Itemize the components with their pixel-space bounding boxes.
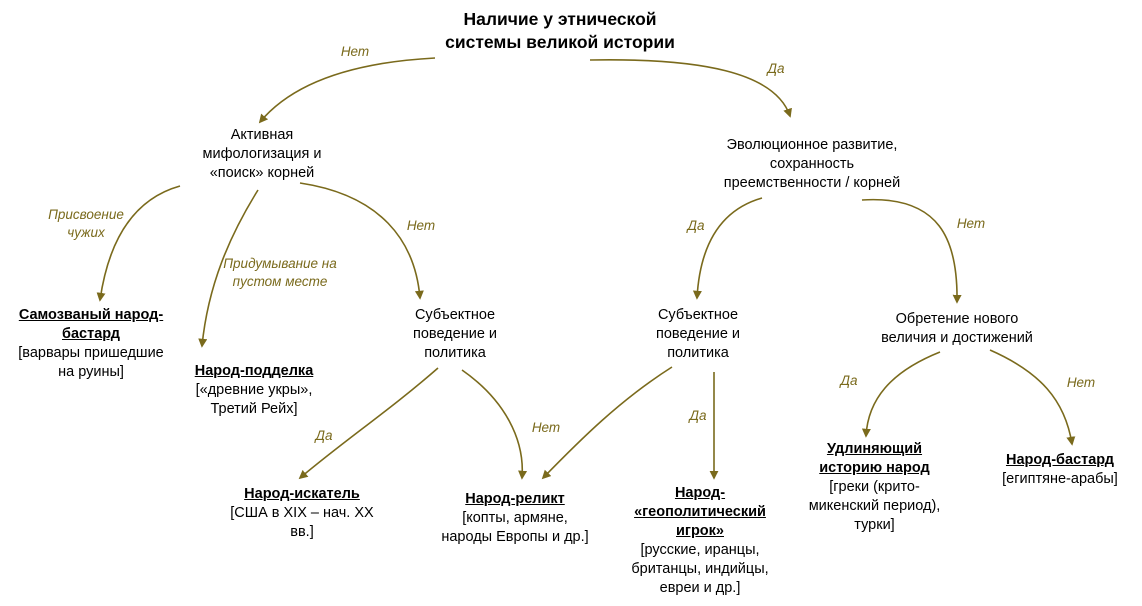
arrow-greatness-no [989, 349, 1076, 446]
leaf-name: Народ-искатель [244, 486, 360, 502]
node-subject-behavior-right: Субъектное поведение и политика [628, 306, 768, 363]
leaf-impostor-bastard: Самозваный народ- бастард [варвары прише… [0, 306, 182, 382]
leaf-desc: [варвары пришедшие [18, 345, 164, 361]
edge-label-greatness-yes: Да [825, 372, 873, 390]
leaf-desc: [«древние укры», [195, 382, 313, 398]
edge-label-line: Нет [531, 420, 561, 435]
node-line: Субъектное [657, 307, 739, 323]
leaf-name: игрок» [676, 523, 724, 539]
node-line: политика [667, 345, 729, 361]
leaf-lengthening-history: Удлиняющий историю народ [греки (крито- … [792, 440, 957, 535]
edge-label-greatness-no: Нет [1055, 374, 1107, 392]
leaf-geopolitical-player: Народ- «геополитический игрок» [русские,… [610, 484, 790, 598]
edge-label-subj-right-yes: Да [674, 407, 722, 425]
arrow-evo-yes [692, 197, 763, 300]
leaf-fake-people: Народ-подделка [«древние укры», Третий Р… [168, 362, 340, 419]
node-line: Субъектное [414, 307, 496, 323]
leaf-name: Народ-бастард [1005, 452, 1115, 468]
arrow-subj-left-relic [461, 369, 528, 480]
node-line: Обретение нового [895, 311, 1019, 327]
edge-label-line: Да [689, 408, 707, 423]
edge-label-invention: Придумывание на пустом месте [220, 255, 340, 291]
node-line: поведение и [655, 326, 741, 342]
edge-label-line: Да [315, 428, 333, 443]
leaf-desc: на руины] [58, 364, 124, 380]
edge-label-evo-yes: Да [672, 217, 720, 235]
leaf-name: Народ-реликт [465, 491, 565, 507]
node-new-greatness: Обретение нового величия и достижений [862, 310, 1052, 348]
edge-label-line: Нет [340, 44, 370, 59]
leaf-name: Удлиняющий [826, 441, 923, 457]
node-line: Эволюционное развитие, [726, 137, 898, 153]
edge-label-line: месте [285, 274, 328, 289]
leaf-name: бастард [62, 326, 120, 342]
edge-label-root-yes: Да [752, 60, 800, 78]
node-subject-behavior-left: Субъектное поведение и политика [385, 306, 525, 363]
edge-label-line: Придумывание [223, 256, 319, 271]
arrow-myth-no [299, 182, 424, 300]
leaf-desc: [русские, иранцы, [640, 542, 760, 558]
leaf-desc: [США в XIX – нач. XX [230, 505, 374, 521]
arrow-invention [198, 189, 259, 348]
leaf-name: Самозваный народ- [18, 307, 164, 323]
arrow-greatness-yes [861, 351, 941, 438]
leaf-desc: вв.] [290, 524, 314, 540]
title-line: Наличие у этнической [463, 9, 657, 29]
edge-label-line: чужих [67, 225, 105, 240]
edge-label-evo-no: Нет [945, 215, 997, 233]
leaf-desc: народы Европы и др.] [441, 529, 589, 545]
node-line: «поиск» корней [209, 165, 315, 181]
leaf-name: Народ-подделка [194, 363, 314, 379]
node-evolutionary-development: Эволюционное развитие, сохранность преем… [692, 136, 932, 193]
leaf-desc: евреи и др.] [659, 580, 741, 596]
leaf-desc: Третий Рейх] [210, 401, 298, 417]
node-line: величия и достижений [881, 330, 1033, 346]
node-active-mythologization: Активная мифологизация и «поиск» корней [162, 126, 362, 183]
node-line: мифологизация и [202, 146, 322, 162]
arrow-root-no [258, 57, 436, 124]
leaf-seeker-people: Народ-искатель [США в XIX – нач. XX вв.] [212, 485, 392, 542]
edge-label-myth-no: Нет [395, 217, 447, 235]
leaf-desc: турки] [854, 517, 895, 533]
leaf-desc: [египтяне-арабы] [1002, 471, 1118, 487]
edge-label-line: Да [767, 61, 785, 76]
edge-label-line: Присвоение [48, 207, 124, 222]
leaf-bastard-people: Народ-бастард [египтяне-арабы] [985, 451, 1135, 489]
edge-label-line: Нет [406, 218, 436, 233]
edge-label-line: на пустом [232, 256, 337, 289]
leaf-desc: [копты, армяне, [462, 510, 568, 526]
leaf-name: «геополитический [634, 504, 766, 520]
arrow-root-yes [589, 59, 792, 118]
arrow-appropriation [96, 185, 181, 302]
edge-label-line: Нет [1066, 375, 1096, 390]
arrow-subj-left-yes [298, 367, 439, 480]
arrow-subj-right-no [541, 366, 673, 480]
node-line: поведение и [412, 326, 498, 342]
leaf-desc: британцы, индийцы, [631, 561, 769, 577]
node-line: политика [424, 345, 486, 361]
edge-label-line: Да [840, 373, 858, 388]
edge-label-subj-left-yes: Да [300, 427, 348, 445]
arrow-evo-no [861, 198, 962, 304]
node-line: сохранность [769, 156, 855, 172]
leaf-name: Народ- [674, 485, 726, 501]
edge-label-appropriation: Присвоение чужих [30, 206, 142, 242]
leaf-desc: микенский период), [808, 498, 941, 514]
diagram-title: Наличие у этнической системы великой ист… [410, 8, 710, 54]
title-line: системы великой истории [445, 32, 675, 52]
node-line: Активная [230, 127, 294, 143]
leaf-desc: [греки (крито- [829, 479, 920, 495]
node-line: преемственности / корней [723, 175, 901, 191]
edge-label-root-no: Нет [325, 43, 385, 61]
edge-label-line: Нет [956, 216, 986, 231]
leaf-relic-people: Народ-реликт [копты, армяне, народы Евро… [415, 490, 615, 547]
leaf-name: историю народ [819, 460, 930, 476]
edge-label-line: Да [687, 218, 705, 233]
edge-label-subj-right-no: Нет [520, 419, 572, 437]
